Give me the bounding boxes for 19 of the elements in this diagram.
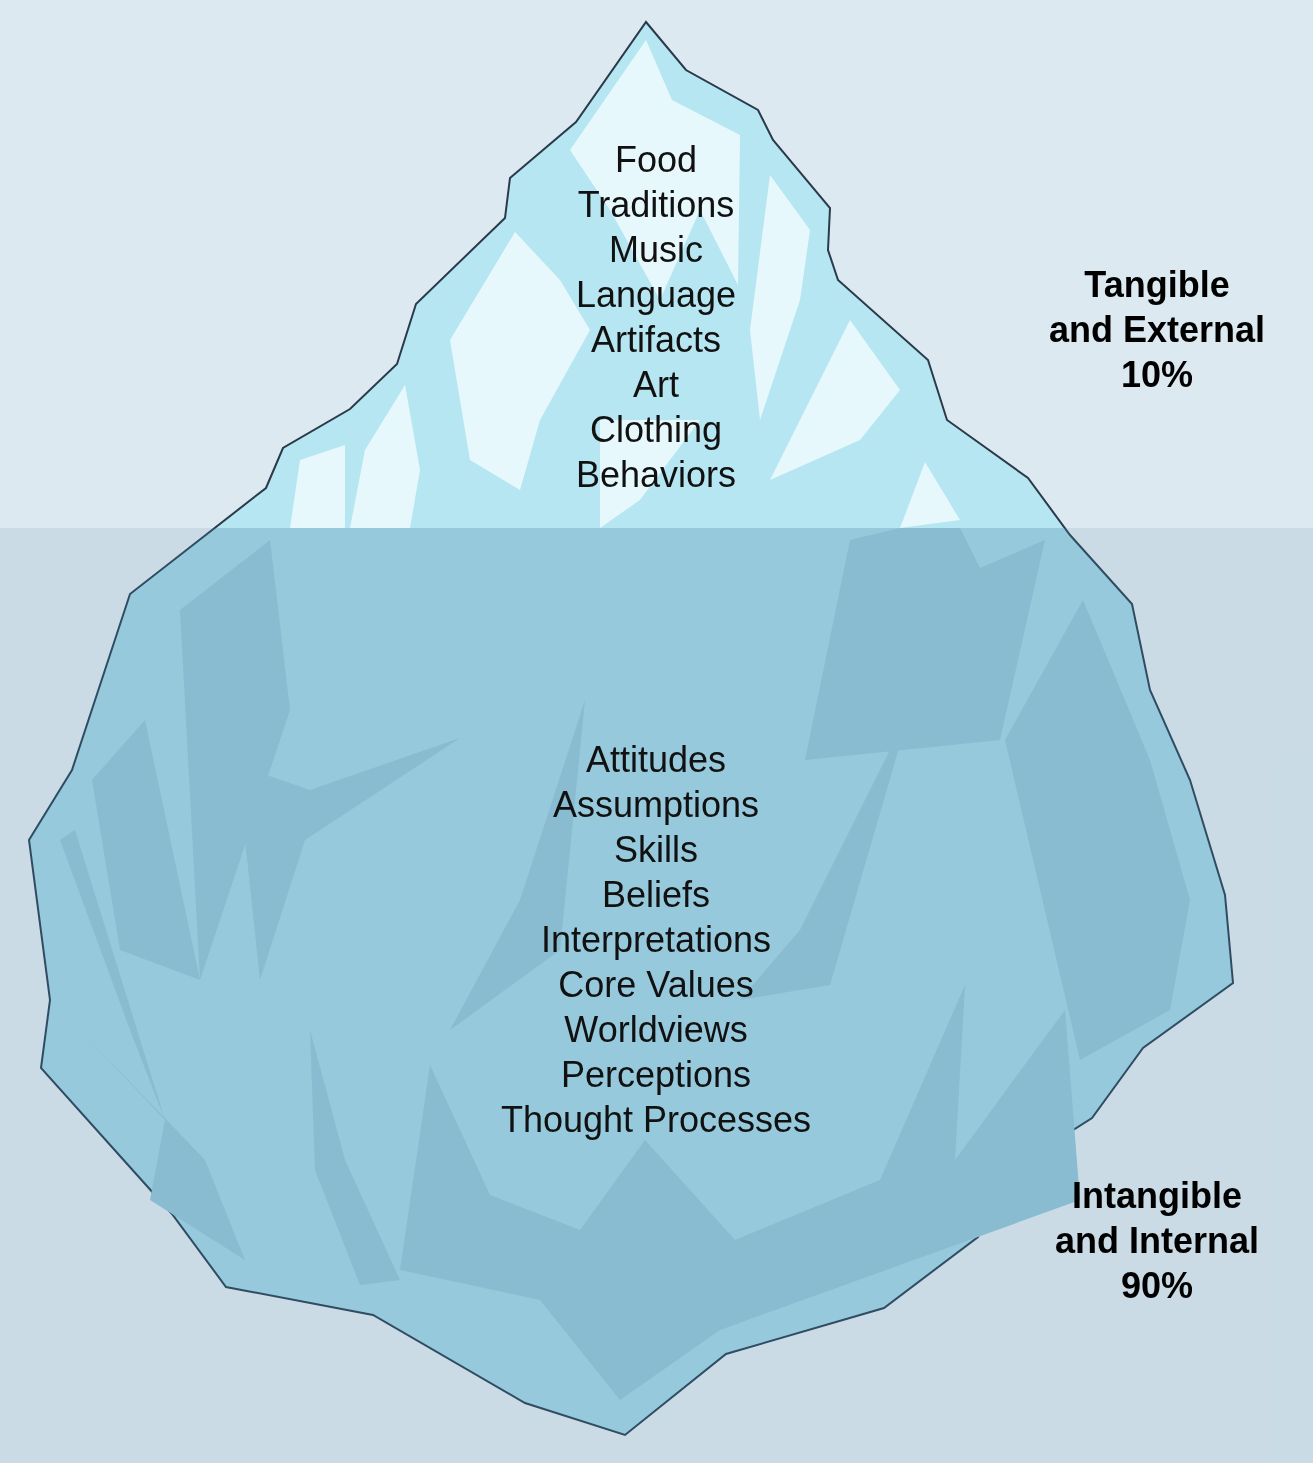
culture-element-label: Core Values	[558, 963, 754, 1007]
culture-element-label: Behaviors	[575, 453, 737, 497]
culture-element-label: Perceptions	[560, 1053, 752, 1097]
culture-element-label: Worldviews	[564, 1008, 748, 1052]
culture-element-label: Beliefs	[601, 873, 711, 917]
culture-element-label: Attitudes	[585, 738, 727, 782]
culture-element-label: Traditions	[577, 183, 735, 227]
culture-element-label: Skills	[614, 828, 698, 872]
culture-element-label: Food	[614, 138, 698, 182]
culture-element-label: Thought Processes	[500, 1098, 812, 1142]
layer-caption: Tangible and External 10%	[1047, 263, 1267, 397]
culture-element-label: Interpretations	[540, 918, 772, 962]
culture-element-label: Art	[633, 363, 679, 407]
culture-element-label: Music	[609, 228, 703, 272]
culture-element-label: Assumptions	[552, 783, 760, 827]
culture-element-label: Language	[575, 273, 737, 317]
culture-element-label: Artifacts	[591, 318, 721, 362]
culture-element-label: Clothing	[589, 408, 723, 452]
layer-caption: Intangible and Internal 90%	[1054, 1174, 1260, 1308]
